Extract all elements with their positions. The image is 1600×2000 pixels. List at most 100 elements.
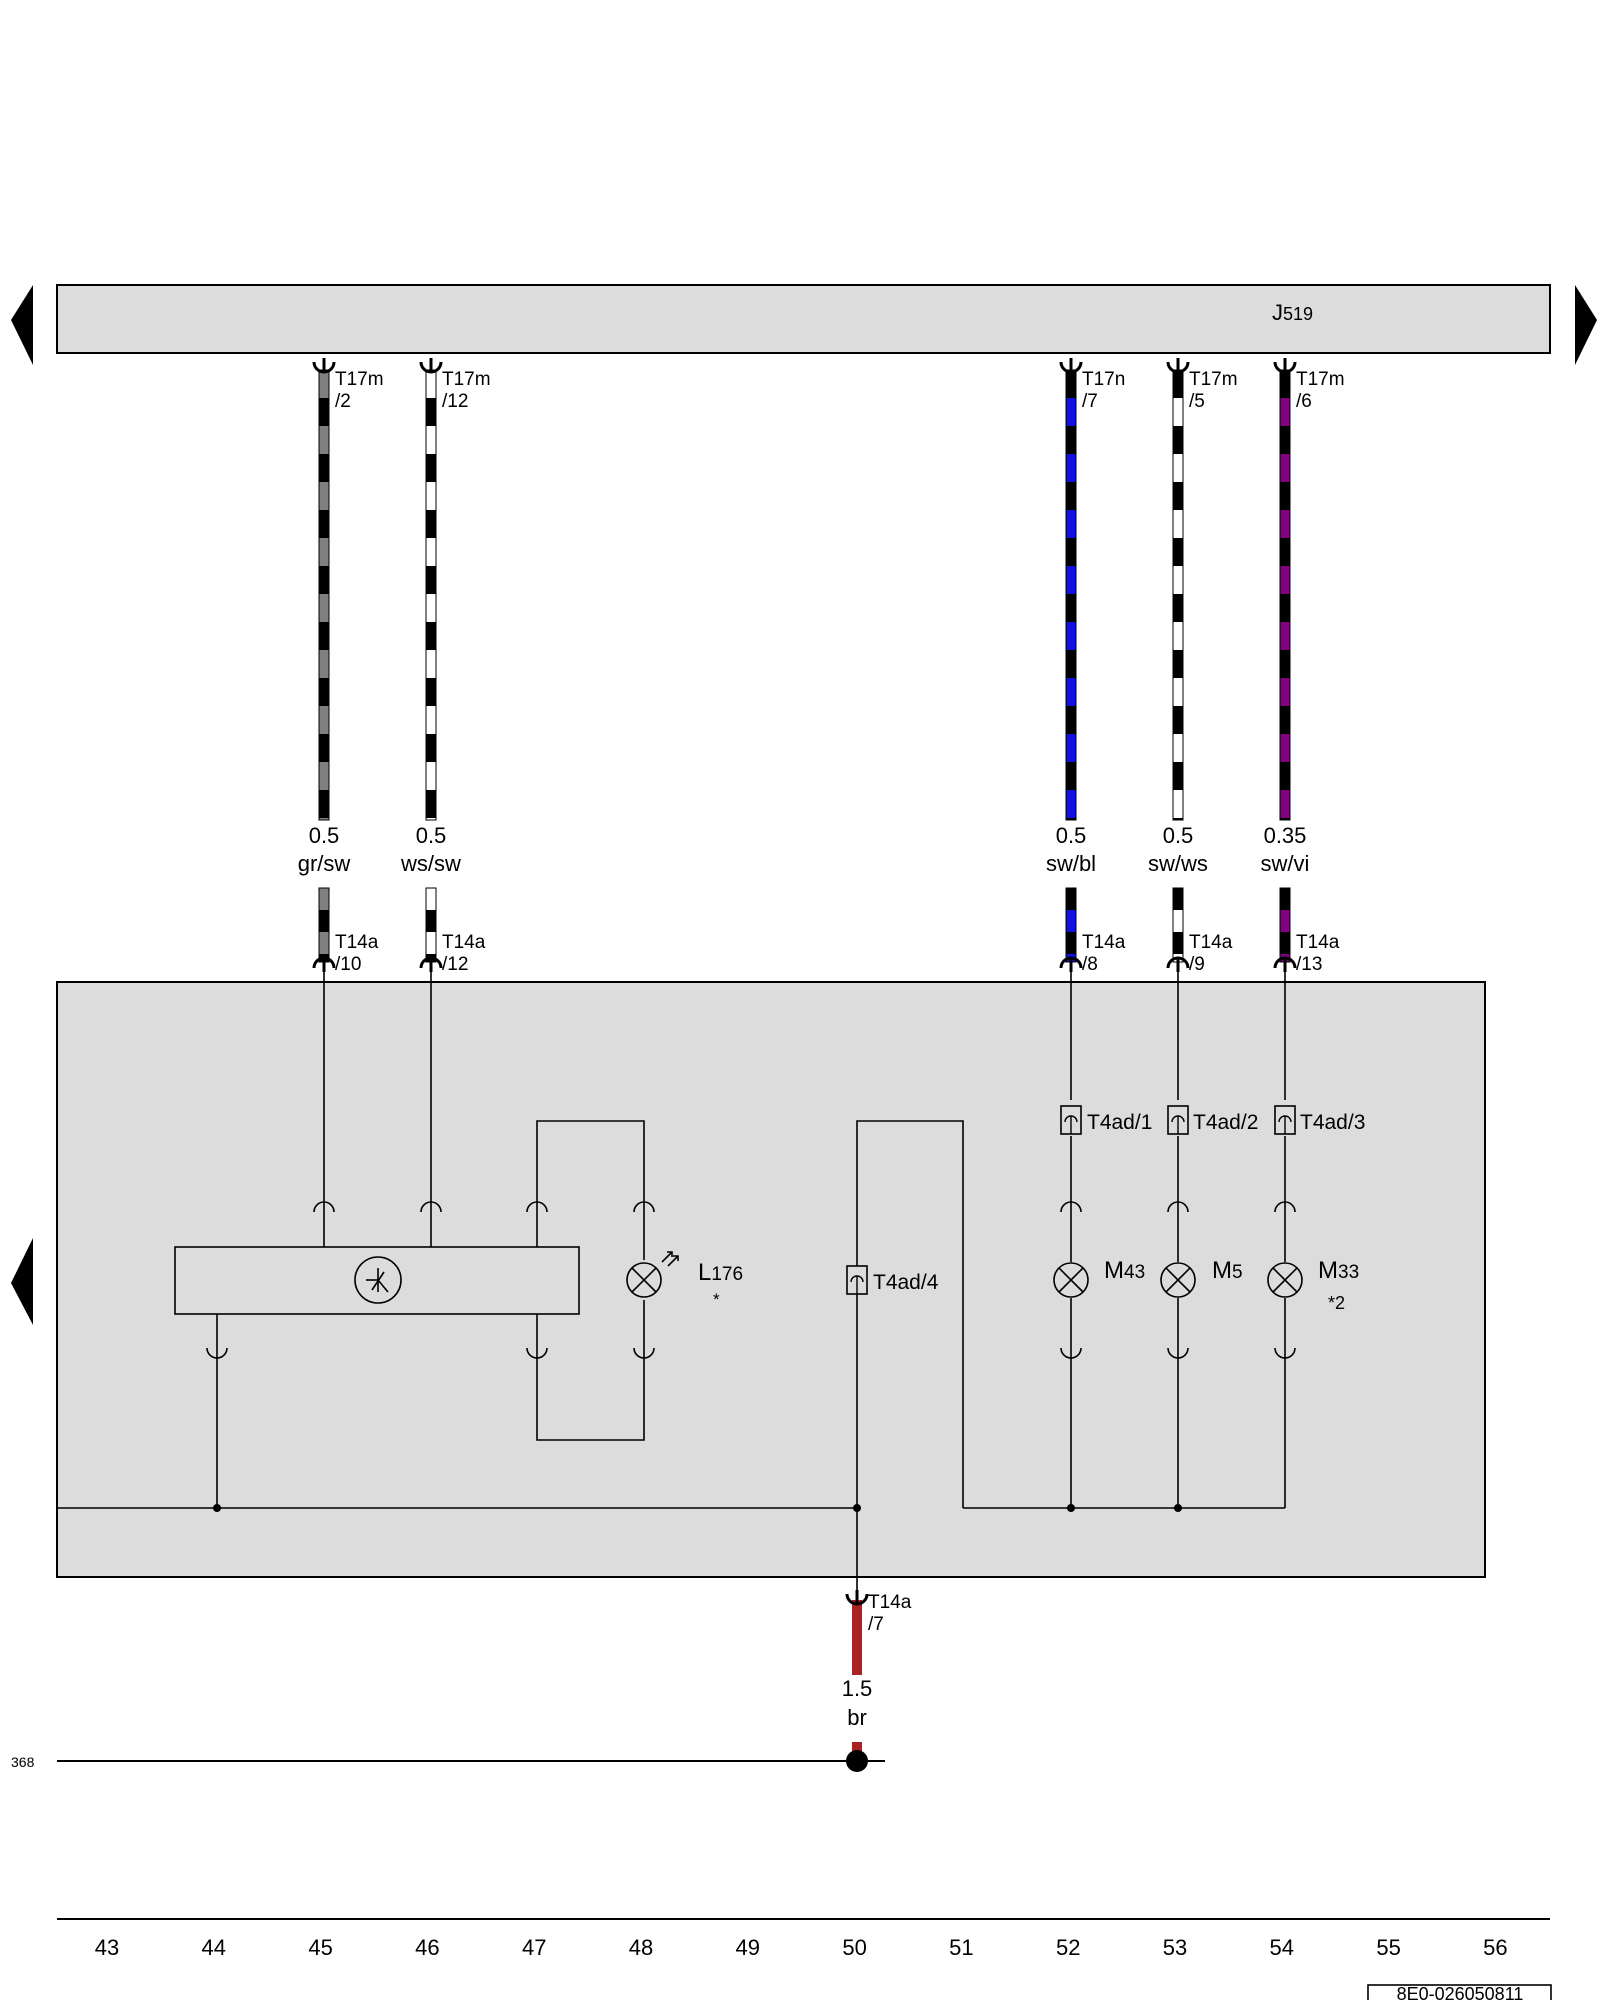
t4ad-2-label: T4ad/2 xyxy=(1193,1111,1258,1134)
column-number: 51 xyxy=(949,1935,973,1960)
column-number: 48 xyxy=(629,1935,653,1960)
wire-lower-w45 xyxy=(318,887,330,963)
column-number: 52 xyxy=(1056,1935,1080,1960)
wire-color-54: sw/vi xyxy=(1261,851,1310,876)
label-m33: M33 xyxy=(1318,1257,1359,1284)
conn-pin-53-top: /5 xyxy=(1189,391,1205,412)
motor-m33-icon xyxy=(1267,1262,1303,1298)
conn-label-54-bottom: T14a xyxy=(1296,932,1340,953)
ground-conn-label: T14a xyxy=(868,1592,912,1613)
column-number: 54 xyxy=(1270,1935,1294,1960)
connector-bottom-w54 xyxy=(1273,956,1297,972)
wire-gauge-46: 0.5 xyxy=(416,823,447,848)
column-number: 49 xyxy=(736,1935,760,1960)
connector-top-w54 xyxy=(1273,358,1297,374)
label-l176: L176 xyxy=(698,1259,743,1286)
rotary-switch-icon xyxy=(354,1256,402,1304)
wire-upper-w52 xyxy=(1065,369,1077,821)
junction-dots xyxy=(213,1504,1182,1512)
column-number: 44 xyxy=(202,1935,226,1960)
module-housing xyxy=(56,981,1486,1578)
wire-color-46: ws/sw xyxy=(400,851,461,876)
t4ad-3-label: T4ad/3 xyxy=(1300,1111,1365,1134)
ground-conn-pin: /7 xyxy=(868,1614,884,1635)
wire-spec-labels: 0.5 gr/sw 0.5 ws/sw 0.5 sw/bl 0.5 sw/ws … xyxy=(298,823,1310,876)
wire-gauge-53: 0.5 xyxy=(1163,823,1194,848)
note-l176: * xyxy=(713,1290,720,1309)
wire-upper-w53 xyxy=(1172,369,1184,821)
document-id: 8E0-026050811 xyxy=(1397,1984,1524,2000)
column-number: 56 xyxy=(1483,1935,1507,1960)
label-m43: M43 xyxy=(1104,1257,1145,1284)
ground-gauge: 1.5 xyxy=(842,1676,873,1701)
switch-assembly xyxy=(174,1246,580,1315)
connector-bottom-w45 xyxy=(312,956,336,972)
nav-right-top-arrow[interactable] xyxy=(1575,285,1597,365)
conn-pin-46-bottom: /12 xyxy=(442,954,468,975)
conn-pin-54-top: /6 xyxy=(1296,391,1312,412)
conn-pin-54-bottom: /13 xyxy=(1296,954,1322,975)
ground-ref-number[interactable]: 368 xyxy=(11,1754,35,1770)
conn-label-54-top: T17m xyxy=(1296,369,1345,390)
ground-junction xyxy=(846,1750,868,1772)
conn-label-53-top: T17m xyxy=(1189,369,1238,390)
column-number: 50 xyxy=(842,1935,866,1960)
internal-wiring xyxy=(57,972,1286,1590)
connector-top-w52 xyxy=(1059,358,1083,374)
pin-arcs xyxy=(206,1201,1296,1359)
wire-upper-w45 xyxy=(318,369,330,821)
column-number: 46 xyxy=(415,1935,439,1960)
conn-label-45-top: T17m xyxy=(335,369,384,390)
connector-bottom-w53 xyxy=(1166,956,1190,972)
column-number: 53 xyxy=(1163,1935,1187,1960)
ground-color: br xyxy=(847,1705,867,1730)
wire-gauge-54: 0.35 xyxy=(1264,823,1307,848)
conn-pin-52-bottom: /8 xyxy=(1082,954,1098,975)
connector-bottom-w52 xyxy=(1059,956,1083,972)
wire-upper-w46 xyxy=(425,369,437,821)
conn-pin-45-top: /2 xyxy=(335,391,351,412)
document-id-box xyxy=(1367,1984,1552,2000)
wire-upper-w54 xyxy=(1279,369,1291,821)
wire-gauge-52: 0.5 xyxy=(1056,823,1087,848)
wire-color-45: gr/sw xyxy=(298,851,351,876)
t4ad-connector-arcs xyxy=(850,1115,1292,1294)
lamp-l176-icon xyxy=(626,1251,679,1298)
conn-pin-46-top: /12 xyxy=(442,391,468,412)
conn-pin-45-bottom: /10 xyxy=(335,954,361,975)
wire-color-52: sw/bl xyxy=(1046,851,1096,876)
nav-left-top-arrow[interactable] xyxy=(11,285,33,365)
connector-ground-t14a-7 xyxy=(845,1590,869,1606)
motor-m43-icon xyxy=(1053,1262,1089,1298)
t4ad-1-label: T4ad/1 xyxy=(1087,1111,1152,1134)
conn-label-45-bottom: T14a xyxy=(335,932,379,953)
wire-color-53: sw/ws xyxy=(1148,851,1208,876)
column-number: 55 xyxy=(1376,1935,1400,1960)
conn-label-46-bottom: T14a xyxy=(442,932,486,953)
wire-gauge-45: 0.5 xyxy=(309,823,340,848)
conn-label-46-top: T17m xyxy=(442,369,491,390)
motor-m5-icon xyxy=(1160,1262,1196,1298)
note-m33: *2 xyxy=(1328,1293,1345,1313)
wires-layer xyxy=(318,369,1291,963)
connectors-layer xyxy=(312,358,1297,1606)
column-number: 45 xyxy=(308,1935,332,1960)
label-m5: M5 xyxy=(1212,1257,1243,1284)
connector-top-w46 xyxy=(419,358,443,374)
conn-label-53-bottom: T14a xyxy=(1189,932,1233,953)
top-connector-labels: T17m /2 T17m /12 T17n /7 T17m /5 T17m /6 xyxy=(335,369,1345,412)
conn-label-52-top: T17n xyxy=(1082,369,1125,390)
conn-label-52-bottom: T14a xyxy=(1082,932,1126,953)
column-number: 47 xyxy=(522,1935,546,1960)
j519-label: J519 xyxy=(1272,300,1313,325)
wire-lower-w54 xyxy=(1279,887,1291,963)
bottom-connector-labels: T14a /10 T14a /12 T14a /8 T14a /9 T14a /… xyxy=(335,932,1340,975)
t4ad-4-label: T4ad/4 xyxy=(873,1271,939,1294)
nav-left-mid-arrow[interactable] xyxy=(11,1238,33,1325)
connector-bottom-w46 xyxy=(419,956,443,972)
j519-control-unit xyxy=(56,284,1551,354)
connector-top-w53 xyxy=(1166,358,1190,374)
wire-lower-w46 xyxy=(425,887,437,963)
wire-lower-w52 xyxy=(1065,887,1077,963)
